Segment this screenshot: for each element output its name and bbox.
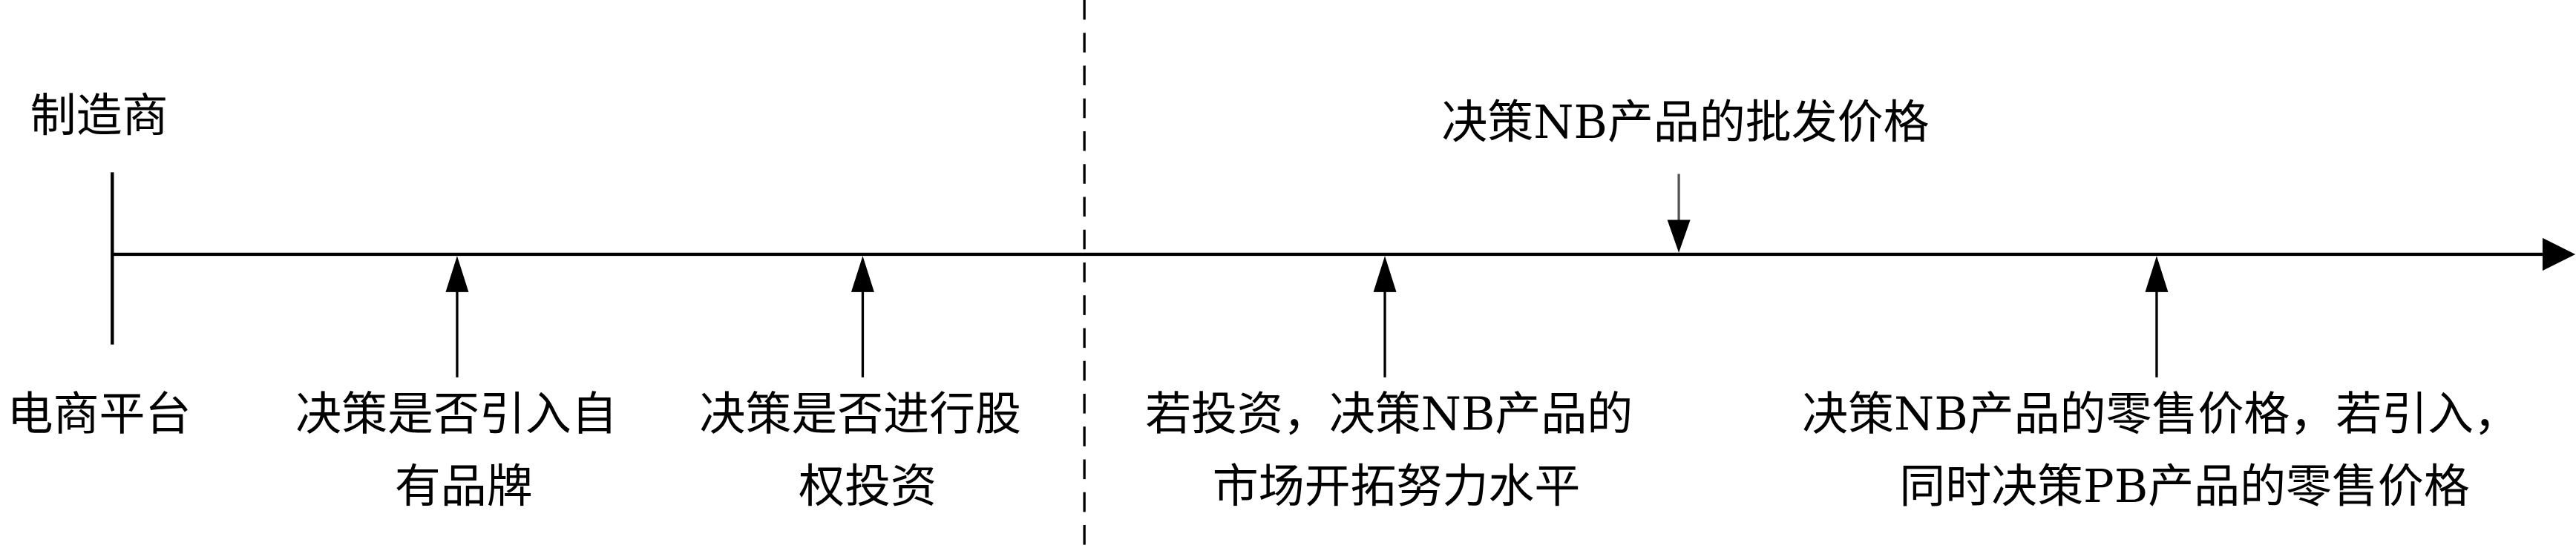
event-label-line: 市场开拓努力水平 bbox=[1213, 459, 1581, 513]
event-label: 若投资，决策NB产品的 市场开拓努力水平 bbox=[1145, 387, 1648, 513]
event-label-line: 权投资 bbox=[799, 459, 937, 513]
event-label-line: 决策NB产品的零售价格，若引入， bbox=[1802, 387, 2520, 441]
manufacturer-label: 制造商 bbox=[30, 88, 168, 142]
up-arrow-icon bbox=[1373, 256, 1397, 292]
event-label: 决策是否进行股 权投资 bbox=[699, 387, 1035, 513]
event-label-line: 决策是否进行股 bbox=[699, 387, 1021, 441]
event-label: 决策是否引入自 有品牌 bbox=[295, 387, 632, 513]
event-label-line: 有品牌 bbox=[395, 459, 533, 513]
up-arrow-icon bbox=[2145, 256, 2169, 292]
event-label: 决策NB产品的批发价格 bbox=[1441, 95, 1929, 149]
up-arrow-icon bbox=[445, 256, 469, 292]
event-label-line: 若投资，决策NB产品的 bbox=[1145, 387, 1633, 441]
timeline-arrowhead-icon bbox=[2542, 237, 2576, 271]
up-arrow-icon bbox=[851, 256, 874, 292]
event-label-line: 决策是否引入自 bbox=[295, 387, 617, 441]
event-label: 决策NB产品的零售价格，若引入， 同时决策PB产品的零售价格 bbox=[1802, 387, 2534, 513]
platform-label: 电商平台 bbox=[7, 387, 191, 441]
event-label-line: 同时决策PB产品的零售价格 bbox=[1899, 459, 2470, 513]
down-arrow-icon bbox=[1667, 219, 1691, 253]
